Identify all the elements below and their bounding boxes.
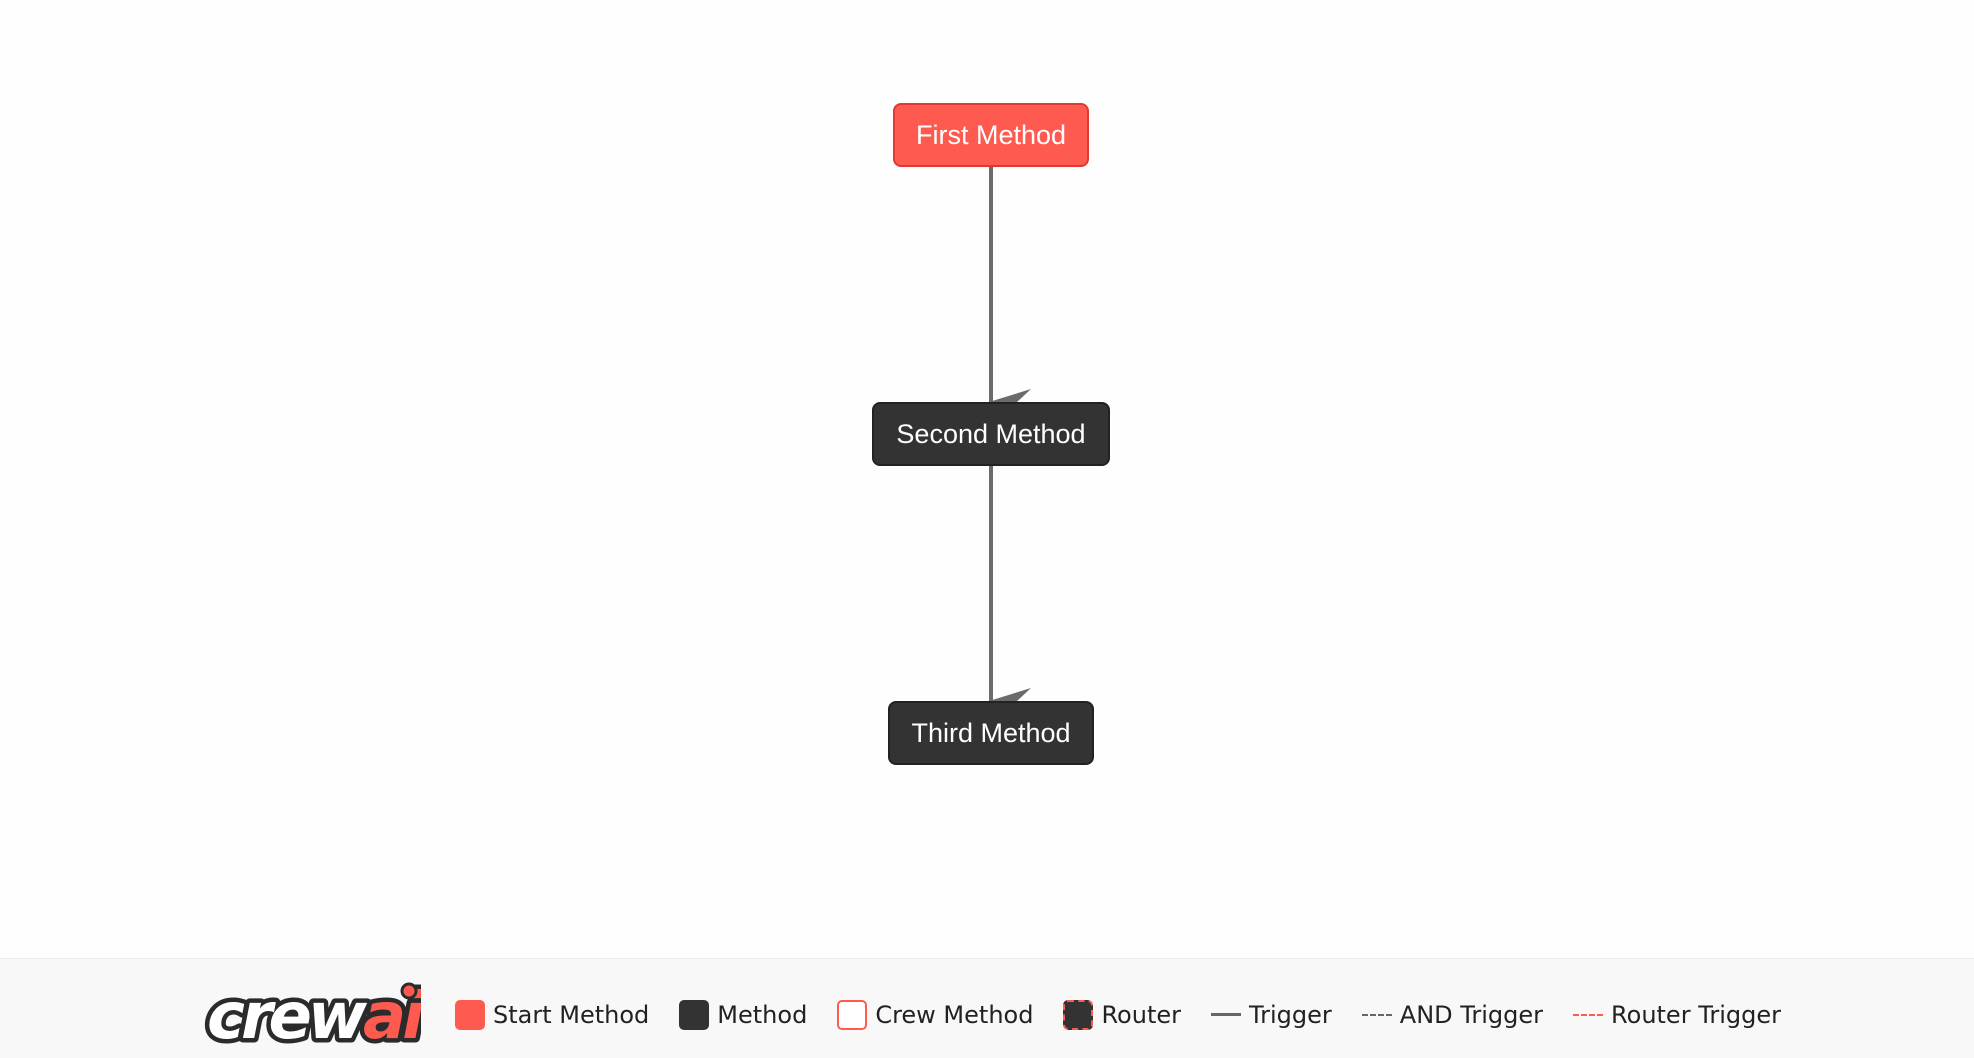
legend-router: Router xyxy=(1063,999,1181,1030)
crew-method-swatch xyxy=(837,999,868,1030)
legend-label: Crew Method xyxy=(875,1000,1034,1029)
node-third-method[interactable]: Third Method xyxy=(888,701,1094,765)
legend-content: crewai Start Method Method Crew Method R… xyxy=(203,982,1781,1048)
legend-label: Trigger xyxy=(1249,1000,1332,1029)
svg-text:crewai: crewai xyxy=(207,982,421,1048)
router-swatch xyxy=(1063,999,1094,1030)
crewai-logo: crewai xyxy=(203,982,421,1048)
legend-method: Method xyxy=(679,999,808,1030)
router-trigger-line-swatch xyxy=(1573,1013,1604,1016)
legend-start-method: Start Method xyxy=(455,999,650,1030)
trigger-line-swatch xyxy=(1211,1013,1241,1016)
node-label: Second Method xyxy=(896,418,1086,449)
legend-trigger: Trigger xyxy=(1211,1001,1332,1029)
legend-bar: crewai Start Method Method Crew Method R… xyxy=(0,958,1974,1058)
node-label: First Method xyxy=(915,119,1067,150)
edges-layer xyxy=(989,166,1031,714)
legend-label: Router xyxy=(1101,1000,1181,1029)
legend-router-trigger: Router Trigger xyxy=(1573,1001,1781,1029)
legend-label: AND Trigger xyxy=(1399,1000,1544,1029)
diagram-canvas: First Method Second Method Third Method xyxy=(872,103,1110,765)
legend-label: Router Trigger xyxy=(1611,1000,1781,1029)
method-swatch xyxy=(679,999,710,1030)
legend-crew-method: Crew Method xyxy=(837,999,1034,1030)
node-label: Third Method xyxy=(911,717,1071,748)
node-first-method[interactable]: First Method xyxy=(893,103,1089,167)
legend-label: Start Method xyxy=(493,1000,650,1029)
legend-label: Method xyxy=(717,1000,808,1029)
legend-and-trigger: AND Trigger xyxy=(1361,1000,1544,1029)
node-second-method[interactable]: Second Method xyxy=(872,402,1110,466)
and-trigger-line-swatch xyxy=(1361,1013,1392,1016)
start-method-swatch xyxy=(455,999,486,1030)
